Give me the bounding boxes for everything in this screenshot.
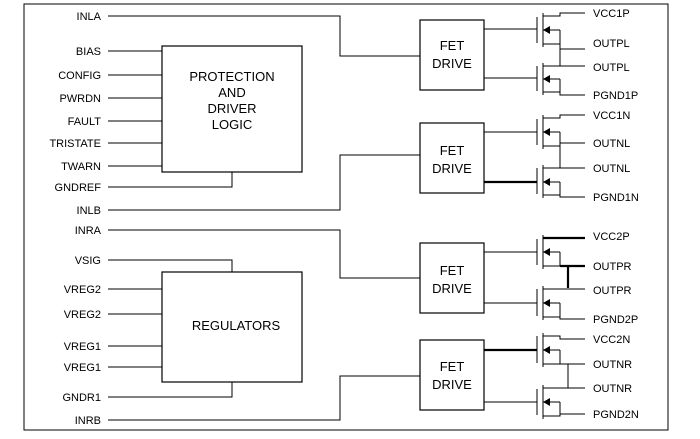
pin-label-vreg2-a: VREG2	[64, 284, 101, 296]
pin-label-bias: BIAS	[76, 46, 101, 58]
pin-label-outpr-hi: OUTPR	[593, 261, 632, 273]
pin-label-outpl-lo: OUTPL	[593, 62, 630, 74]
pin-label-fault: FAULT	[68, 116, 102, 128]
input-label-inrb: INRB	[75, 415, 101, 427]
pin-label-vsig: VSIG	[75, 255, 101, 267]
pin-label-vreg1-b: VREG1	[64, 362, 101, 374]
fet-drive-label-4a: FET	[440, 359, 465, 374]
pin-label-vreg1-a: VREG1	[64, 341, 101, 353]
protection-label-line2: AND	[218, 85, 245, 100]
output-channel-2: FET DRIVE VCC1N OUTNL OUTNL PGND1N	[419, 110, 639, 204]
pin-label-outnr-lo: OUTNR	[593, 383, 632, 395]
pin-label-outnl-lo: OUTNL	[593, 163, 630, 175]
protection-label-line1: PROTECTION	[189, 69, 274, 84]
pin-label-vcc1p: VCC1P	[593, 8, 630, 20]
input-label-inlb: INLB	[77, 205, 101, 217]
pin-label-outpl-hi: OUTPL	[593, 38, 630, 50]
fet-drive-block-1	[419, 19, 485, 91]
pin-label-pgnd1n: PGND1N	[593, 192, 639, 204]
pin-label-pgnd1p: PGND1P	[593, 90, 638, 102]
protection-label-line3: DRIVER	[207, 101, 256, 116]
regulator-pins: VSIG VREG2 VREG2 VREG1 VREG1 GNDR1	[62, 255, 233, 404]
pin-label-gndr1: GNDR1	[62, 392, 101, 404]
diagram-border	[23, 3, 669, 431]
pin-label-twarn: TWARN	[61, 161, 101, 173]
input-lines: INLA INLB INRA INRB	[75, 11, 420, 427]
pin-label-pgnd2p: PGND2P	[593, 314, 638, 326]
pin-label-vreg2-b: VREG2	[64, 309, 101, 321]
fet-drive-label-3a: FET	[440, 263, 465, 278]
pin-label-outnl-hi: OUTNL	[593, 138, 630, 150]
pin-label-pwrdn: PWRDN	[59, 93, 101, 105]
protection-label-line4: LOGIC	[212, 117, 252, 132]
pin-label-vcc2n: VCC2N	[593, 334, 630, 346]
input-label-inra: INRA	[75, 225, 102, 237]
pin-label-outnr-hi: OUTNR	[593, 359, 632, 371]
input-label-inla: INLA	[77, 11, 102, 23]
pin-label-vcc2p: VCC2P	[593, 231, 630, 243]
fet-drive-label-3b: DRIVE	[432, 281, 472, 296]
fet-drive-label-4b: DRIVE	[432, 377, 472, 392]
fet-drive-label-2b: DRIVE	[432, 161, 472, 176]
regulators-label: REGULATORS	[192, 318, 281, 333]
fet-drive-block-3	[419, 242, 485, 314]
fet-drive-label-2a: FET	[440, 143, 465, 158]
pin-label-tristate: TRISTATE	[49, 138, 101, 150]
protection-logic-block	[161, 45, 303, 173]
output-channel-4: FET DRIVE VCC2N OUTNR OUTNR PGND2N	[419, 333, 639, 421]
fet-drive-block-2	[419, 122, 485, 194]
pin-label-gndref: GNDREF	[55, 182, 102, 194]
output-channel-3: FET DRIVE VCC2P OUTPR OUTPR PGND2P	[419, 231, 638, 326]
regulators-block	[161, 271, 303, 383]
pin-label-vcc1n: VCC1N	[593, 110, 630, 122]
fet-drive-block-4	[419, 339, 485, 411]
pin-label-pgnd2n: PGND2N	[593, 409, 639, 421]
pin-label-config: CONFIG	[58, 70, 101, 82]
fet-drive-label-1a: FET	[440, 38, 465, 53]
protection-pins: BIAS CONFIG PWRDN FAULT TRISTATE TWARN G…	[49, 46, 233, 194]
fet-drive-label-1b: DRIVE	[432, 56, 472, 71]
output-channel-1: FET DRIVE VCC1P OUTPL OUTPL PGND1P	[419, 8, 638, 102]
pin-label-outpr-lo: OUTPR	[593, 285, 632, 297]
